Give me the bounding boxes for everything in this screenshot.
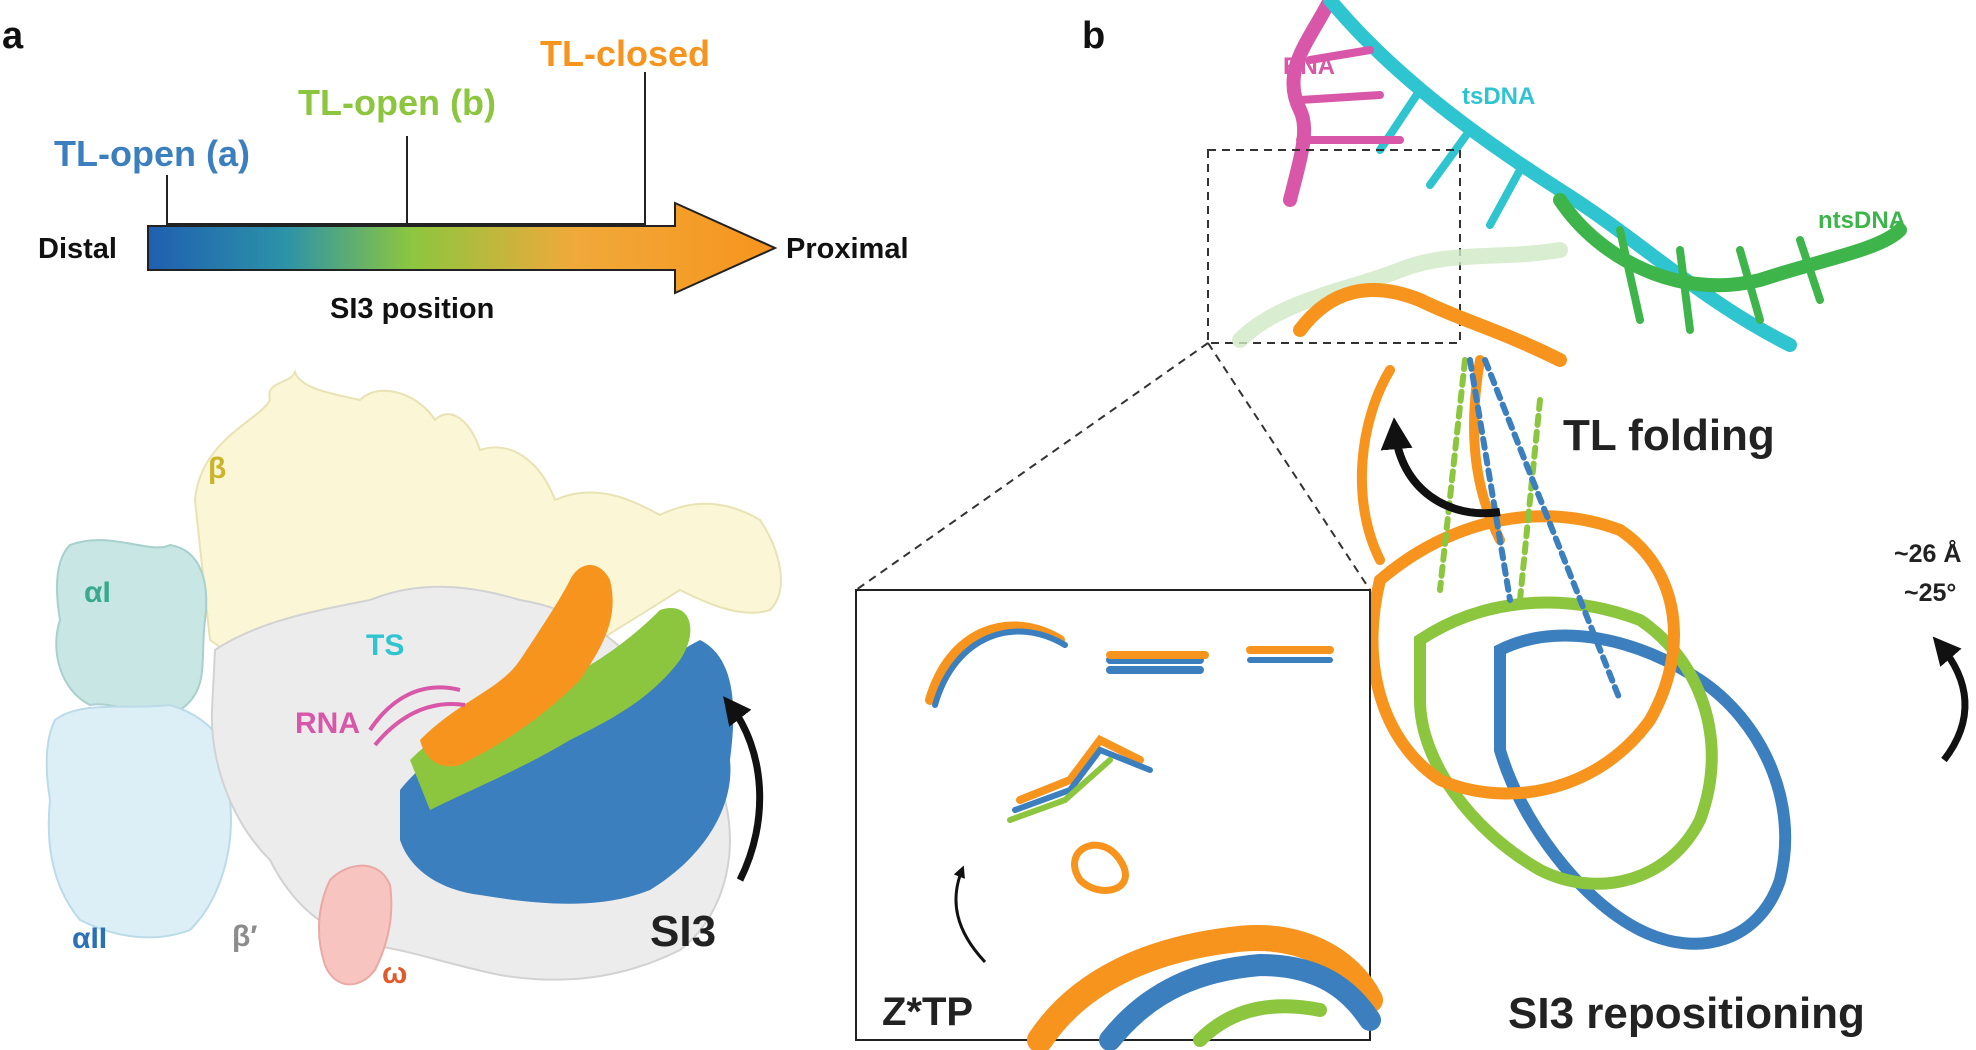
ztp-label: Z*TP [882, 990, 973, 1034]
nucleic-acid-cartoon [1283, 0, 1907, 352]
panel-b: b RNA tsDNA ntsDNA [855, 0, 1969, 1050]
alpha1-surface [55, 539, 208, 714]
tl-open-b-label: TL-open (b) [298, 82, 496, 123]
distance-blue-1 [1467, 357, 1513, 603]
zoom-guide-left [855, 342, 1209, 591]
proximal-label: Proximal [786, 233, 909, 265]
tsdna-strand [1323, 0, 1797, 352]
si3-closed-surface [420, 565, 613, 767]
si3-repositioning-label: SI3 repositioning [1508, 989, 1865, 1038]
alpha2-surface [45, 703, 234, 939]
panel-a: a TL-open (a) TL-open (b) TL-closed Dist… [2, 15, 909, 990]
linker-right [1469, 355, 1505, 545]
alpha2-label: αII [72, 922, 107, 955]
tl-open-a-label: TL-open (a) [54, 133, 250, 174]
rna-label-b: RNA [1283, 53, 1335, 80]
si3-rotation-arrow-b [1932, 636, 1969, 763]
tl-helix-open [1232, 242, 1568, 348]
rna-helix [368, 685, 466, 747]
tl-folding-label: TL folding [1563, 411, 1775, 460]
position-bracket [166, 72, 646, 225]
ntsdna-label: ntsDNA [1818, 207, 1906, 234]
beta-prime-label: β′ [232, 920, 258, 953]
distance-green-2 [1517, 397, 1543, 603]
si3-label-a: SI3 [650, 907, 716, 956]
rna-strand [1283, 0, 1337, 207]
distance-green-1 [1437, 357, 1468, 593]
zoom-box [1207, 149, 1461, 344]
si3-orange [1366, 510, 1680, 800]
omega-label: ω [382, 957, 407, 990]
rna-label-a: RNA [295, 707, 360, 740]
inset-rotation-arrow [953, 865, 987, 964]
angle-label: ~25° [1904, 579, 1956, 607]
tl-folding-arrow [1380, 417, 1501, 518]
tl-helix-closed [1293, 283, 1567, 367]
beta-label: β [208, 452, 226, 485]
panel-a-letter: a [2, 15, 24, 57]
inset-structures [925, 621, 1383, 1050]
rnap-surface [45, 368, 782, 986]
active-site-inset: Z*TP [855, 589, 1383, 1050]
alpha1-label: αI [84, 576, 111, 609]
distance-label: ~26 Å [1894, 539, 1961, 568]
si3-open-b-surface [410, 608, 691, 810]
si3-open-a-surface [400, 640, 734, 904]
tl-closed-label: TL-closed [540, 33, 710, 74]
tsdna-label: tsDNA [1462, 83, 1535, 110]
si3-blue [1494, 629, 1792, 950]
zoom-guide-right [1207, 342, 1371, 591]
si3-green [1414, 596, 1718, 890]
si3-position-caption: SI3 position [330, 293, 494, 325]
si3-rotation-arrow-a [723, 696, 764, 882]
distal-label: Distal [38, 233, 117, 265]
linker-left [1356, 365, 1395, 565]
ts-label: TS [366, 629, 404, 662]
panel-b-letter: b [1082, 15, 1105, 57]
si3-position-arrow [147, 201, 778, 295]
distance-blue-2 [1482, 357, 1623, 703]
protein-cartoon [1232, 242, 1792, 950]
omega-surface [317, 864, 393, 986]
